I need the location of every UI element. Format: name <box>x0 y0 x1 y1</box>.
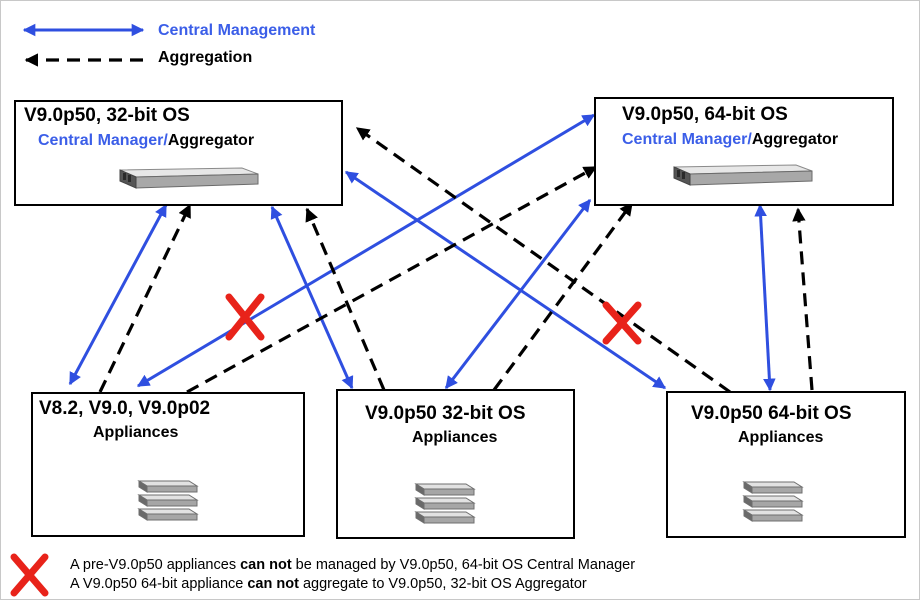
management-link <box>68 203 168 386</box>
manager-box-64bit: V9.0p50, 64-bit OS Central Manager/Aggre… <box>594 97 894 206</box>
appliance-title: V9.0p50 32-bit OS <box>365 403 526 424</box>
aggregation-link <box>98 203 192 393</box>
aggregation-link <box>305 207 386 391</box>
rack-server-icon <box>673 164 813 186</box>
footnote-aggregation-restriction: A V9.0p50 64-bit appliance can not aggre… <box>70 576 587 592</box>
legend-aggregation-label: Aggregation <box>158 49 253 66</box>
appliance-title: V9.0p50 64-bit OS <box>691 403 852 424</box>
footnote-management-restriction: A pre-V9.0p50 appliances can not be mana… <box>70 557 636 573</box>
red-x-icon <box>225 293 265 341</box>
aggregation-link <box>792 207 814 391</box>
red-x-icon <box>10 553 49 597</box>
legend-central-management-label: Central Management <box>158 22 316 39</box>
manager-title: V9.0p50, 32-bit OS <box>24 105 190 126</box>
appliance-subtitle: Appliances <box>93 424 179 441</box>
manager-box-32bit: V9.0p50, 32-bit OS Central Manager/Aggre… <box>14 100 343 206</box>
rack-server-icon <box>119 167 259 189</box>
server-stack-icon <box>137 480 199 521</box>
appliance-title: V8.2, V9.0, V9.0p02 <box>39 398 211 419</box>
appliance-box-32bit: V9.0p50 32-bit OS Appliances <box>336 389 575 539</box>
management-link <box>444 198 592 390</box>
aggregation-link <box>492 201 634 391</box>
management-link <box>136 113 596 388</box>
aggregation-link <box>186 165 598 394</box>
appliance-box-64bit: V9.0p50 64-bit OS Appliances <box>666 391 906 538</box>
server-stack-icon <box>742 481 804 522</box>
appliance-box-legacy: V8.2, V9.0, V9.0p02 Appliances <box>31 392 305 537</box>
aggregation-link <box>355 126 731 394</box>
appliance-subtitle: Appliances <box>412 429 498 446</box>
management-link <box>754 203 776 392</box>
appliance-subtitle: Appliances <box>738 429 824 446</box>
red-x-icon <box>602 301 642 345</box>
manager-title: V9.0p50, 64-bit OS <box>622 104 788 125</box>
manager-role: Central Manager/Aggregator <box>38 132 255 149</box>
server-stack-icon <box>414 483 476 524</box>
manager-role: Central Manager/Aggregator <box>622 131 839 148</box>
